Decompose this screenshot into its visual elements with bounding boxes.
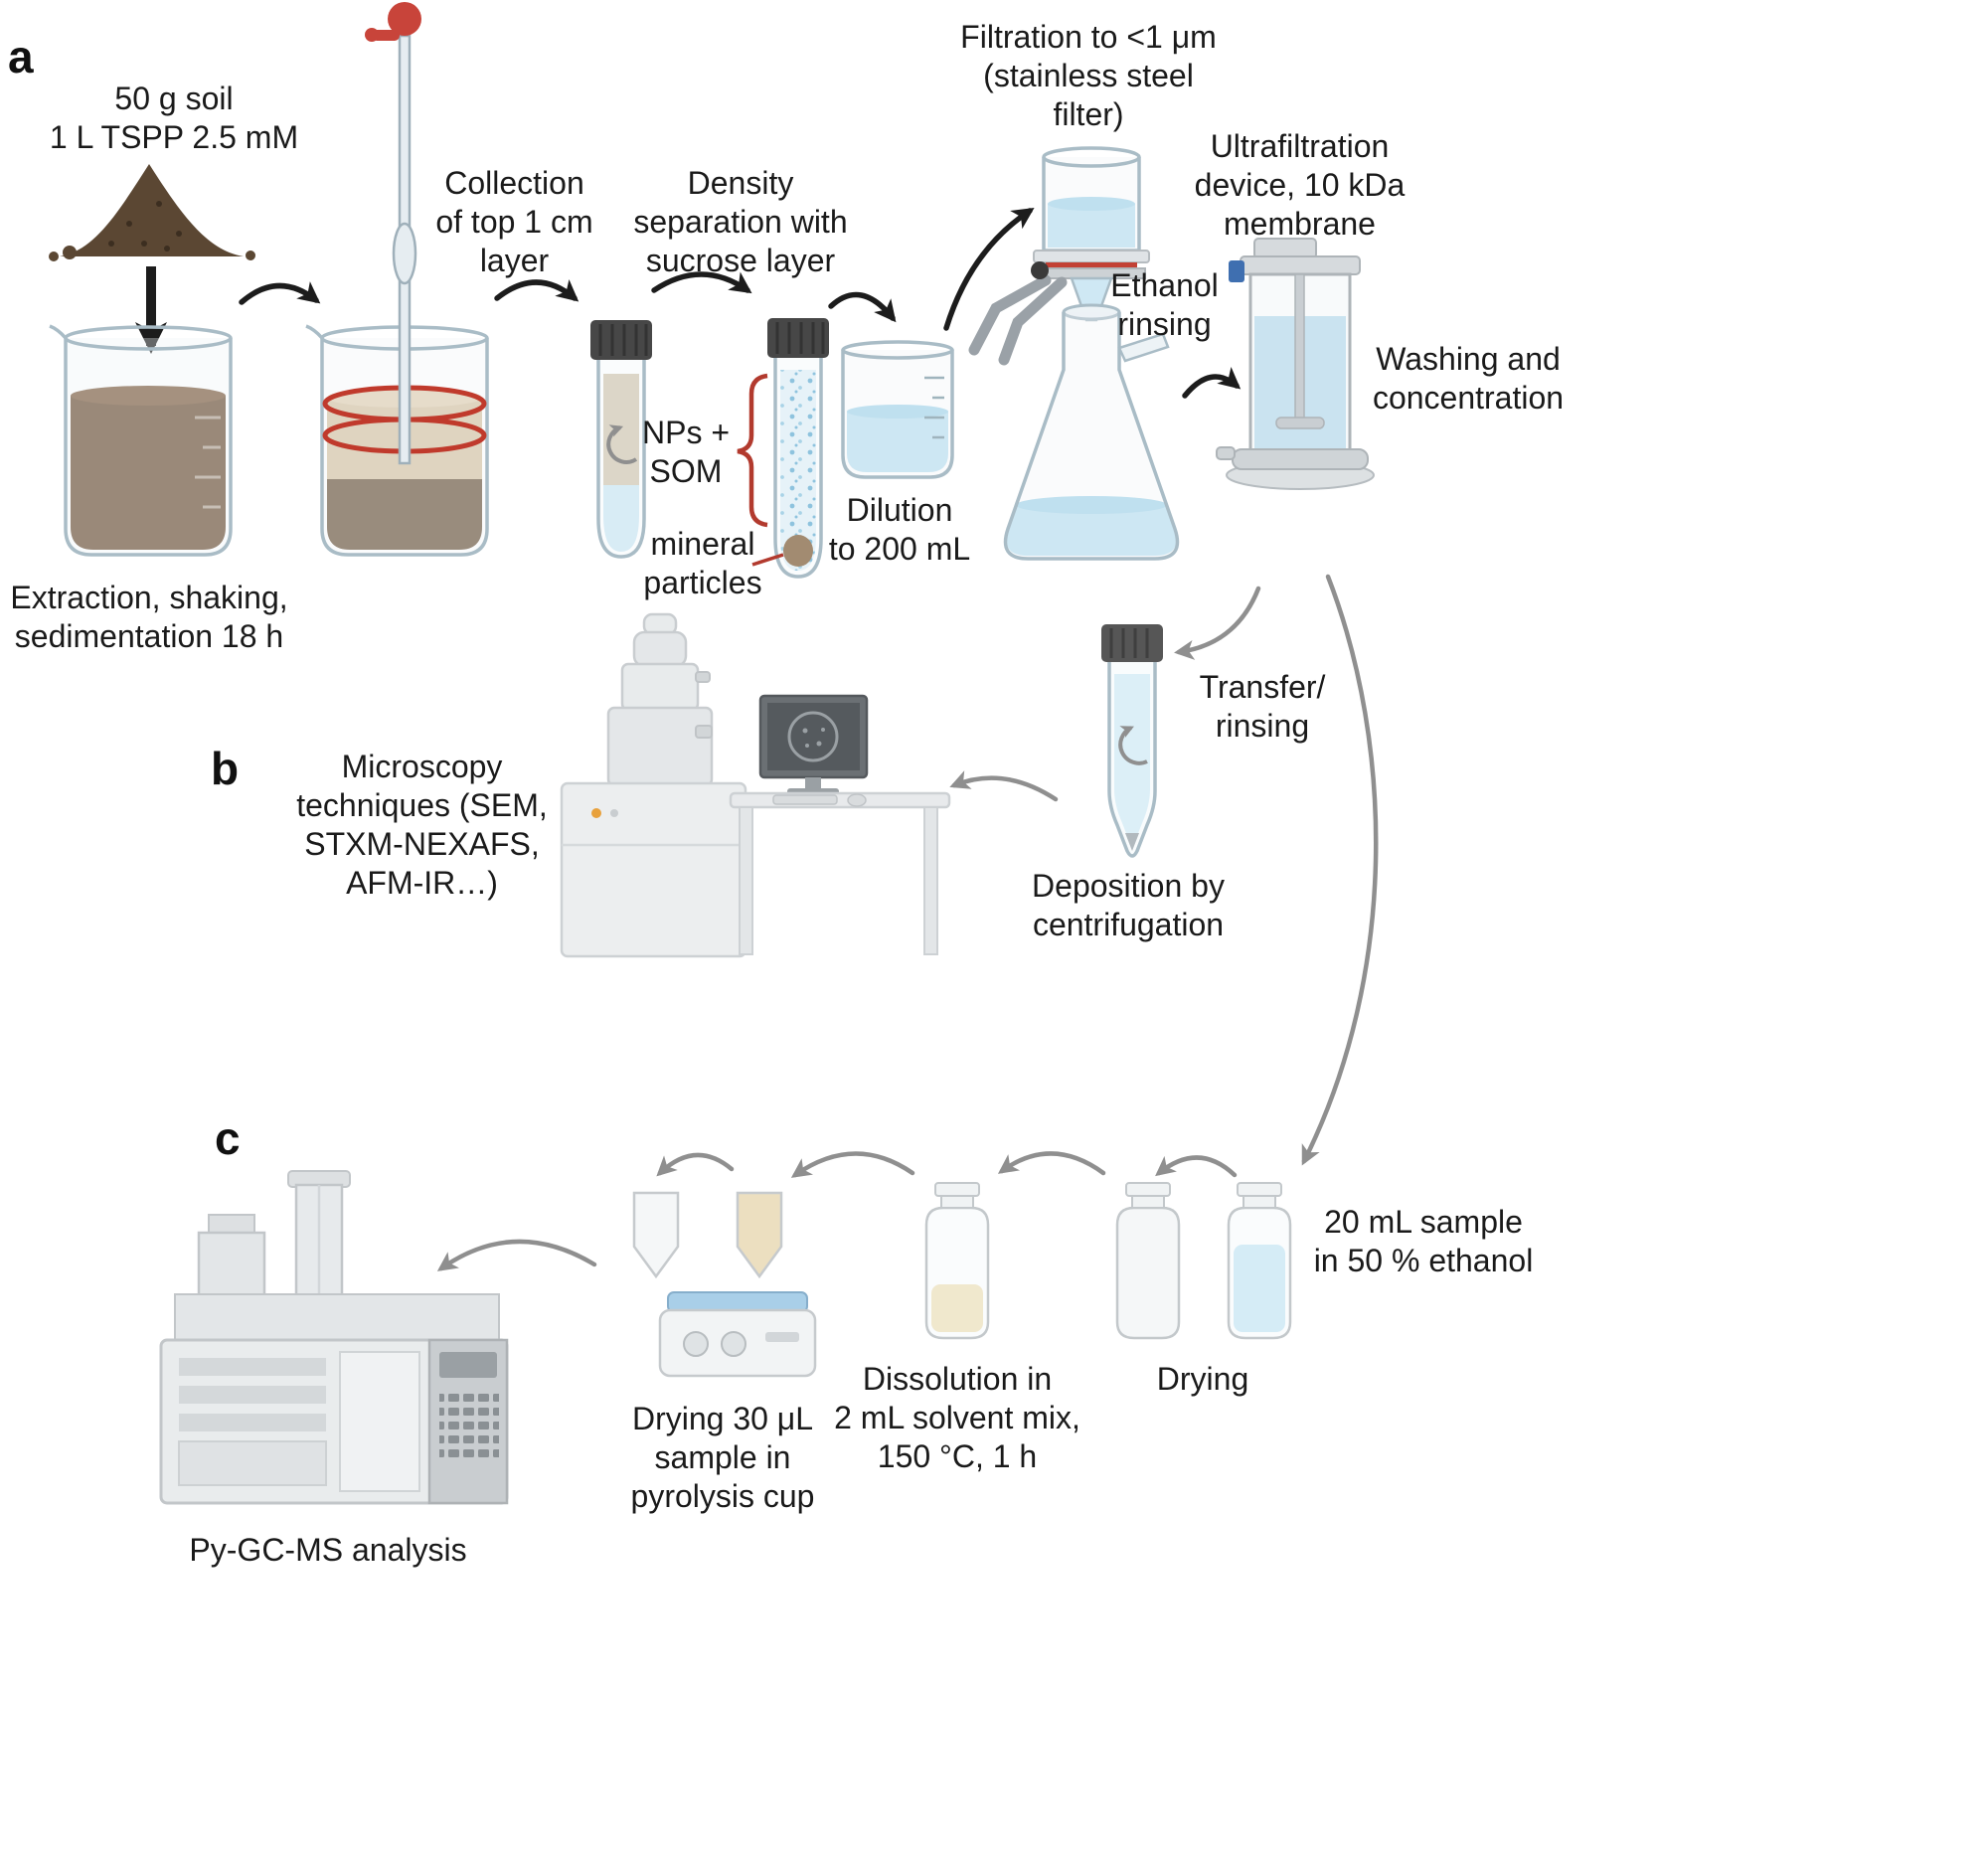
workstation-desk-icon xyxy=(729,694,951,955)
label-nps-som: NPs + SOM xyxy=(641,415,731,490)
arrow-collection-to-density xyxy=(494,278,580,302)
mixing-arrow-icon xyxy=(606,424,638,464)
keyboard-icon xyxy=(772,794,838,805)
label-extraction: Extraction, shaking, sedimentation 18 h xyxy=(10,580,288,655)
rinse-arrow-icon xyxy=(1118,726,1148,765)
label-dissolution: Dissolution in 2 mL solvent mix, 150 °C,… xyxy=(834,1361,1080,1475)
ultrafiltration-device-icon xyxy=(1216,238,1375,490)
panel-b-letter: b xyxy=(211,743,240,794)
deposited-pellet-icon xyxy=(1125,833,1139,851)
arrow-cup-to-instrument xyxy=(436,1239,597,1271)
instrument-display-icon xyxy=(439,1352,497,1378)
valve-icon xyxy=(1229,260,1244,282)
label-py-gc-ms: Py-GC-MS analysis xyxy=(189,1532,467,1568)
label-ethanol-rinsing: Ethanol rinsing xyxy=(1110,267,1219,343)
hot-plate-knob-icon xyxy=(683,1331,709,1357)
hot-plate-icon xyxy=(658,1291,817,1378)
pyrolysis-cup-sample-icon xyxy=(736,1191,783,1279)
py-gc-ms-instrument-icon xyxy=(159,1170,509,1505)
arrow-dilution-to-filtration xyxy=(943,207,1035,331)
label-filtration: Filtration to <1 μm (stainless steel fil… xyxy=(960,19,1217,133)
arrow-sample-to-drying xyxy=(1155,1155,1238,1178)
extraction-beaker-icon xyxy=(49,324,233,557)
panel-a-letter: a xyxy=(8,31,34,83)
nps-som-brace-icon xyxy=(737,373,768,528)
solvent-vial-icon xyxy=(924,1182,990,1340)
soil-pile-icon xyxy=(49,164,255,261)
arrow-extraction-to-collection xyxy=(239,281,321,305)
instrument-keypad-icon xyxy=(439,1388,499,1459)
arrow-drying-to-dissolution xyxy=(997,1151,1106,1176)
mouse-icon xyxy=(847,793,867,807)
separated-tube-icon xyxy=(767,318,829,579)
label-ultrafiltration: Ultrafiltration device, 10 kDa membrane xyxy=(1194,128,1406,243)
drying-vial-icon xyxy=(1115,1182,1181,1340)
arrow-device-to-transfer-tube xyxy=(1174,586,1261,660)
label-washing: Washing and concentration xyxy=(1372,341,1565,417)
mineral-leader-line xyxy=(751,553,784,567)
label-drying: Drying xyxy=(1156,1361,1249,1397)
panel-c-letter: c xyxy=(215,1112,241,1164)
clamp-knob-icon xyxy=(1031,261,1049,279)
arrow-tube-to-microscopy xyxy=(949,770,1059,802)
gc-oven-door-icon xyxy=(339,1351,420,1492)
label-sample: 20 mL sample in 50 % ethanol xyxy=(1313,1204,1534,1279)
density-tube-icon xyxy=(590,320,652,559)
desk-top-icon xyxy=(729,791,951,809)
pipette-icon xyxy=(365,2,421,465)
dilution-beaker-icon xyxy=(841,340,954,479)
collection-beaker-icon xyxy=(305,324,489,557)
arrow-separated-to-dilution xyxy=(828,291,897,323)
label-drying-sample: Drying 30 μL sample in pyrolysis cup xyxy=(630,1401,815,1515)
label-mineral-particles: mineral particles xyxy=(643,526,762,601)
label-dilution: Dilution to 200 mL xyxy=(828,492,971,568)
label-microscopy: Microscopy techniques (SEM, STXM-NEXAFS,… xyxy=(296,749,548,902)
arrow-cup-to-cup xyxy=(656,1152,735,1177)
vacuum-filtration-icon xyxy=(968,146,1180,561)
sem-microscope-icon xyxy=(560,612,747,958)
transfer-tube-icon xyxy=(1101,624,1163,858)
filter-seal-icon xyxy=(1046,262,1137,268)
label-collection: Collection of top 1 cm layer xyxy=(435,165,593,279)
arrow-density-to-separated xyxy=(651,271,752,294)
arrow-dissolution-to-cup xyxy=(790,1151,915,1178)
label-density-separation: Density separation with sucrose layer xyxy=(633,165,848,279)
label-transfer-rinsing: Transfer/ rinsing xyxy=(1199,669,1326,745)
pyrolysis-cup-empty-icon xyxy=(632,1191,680,1279)
flask-side-arm-icon xyxy=(1117,332,1170,363)
ethanol-sample-vial-icon xyxy=(1227,1182,1292,1340)
arrow-device-to-panel-c xyxy=(1301,574,1379,1166)
label-soil-input: 50 g soil 1 L TSPP 2.5 mM xyxy=(49,81,299,156)
clamp-arm-icon xyxy=(968,274,1052,356)
label-deposition: Deposition by centrifugation xyxy=(1032,868,1225,943)
arrow-filtration-to-ultrafiltration xyxy=(1182,366,1242,399)
pipette-bulb-icon xyxy=(388,2,421,36)
mineral-pellet-icon xyxy=(783,535,813,567)
